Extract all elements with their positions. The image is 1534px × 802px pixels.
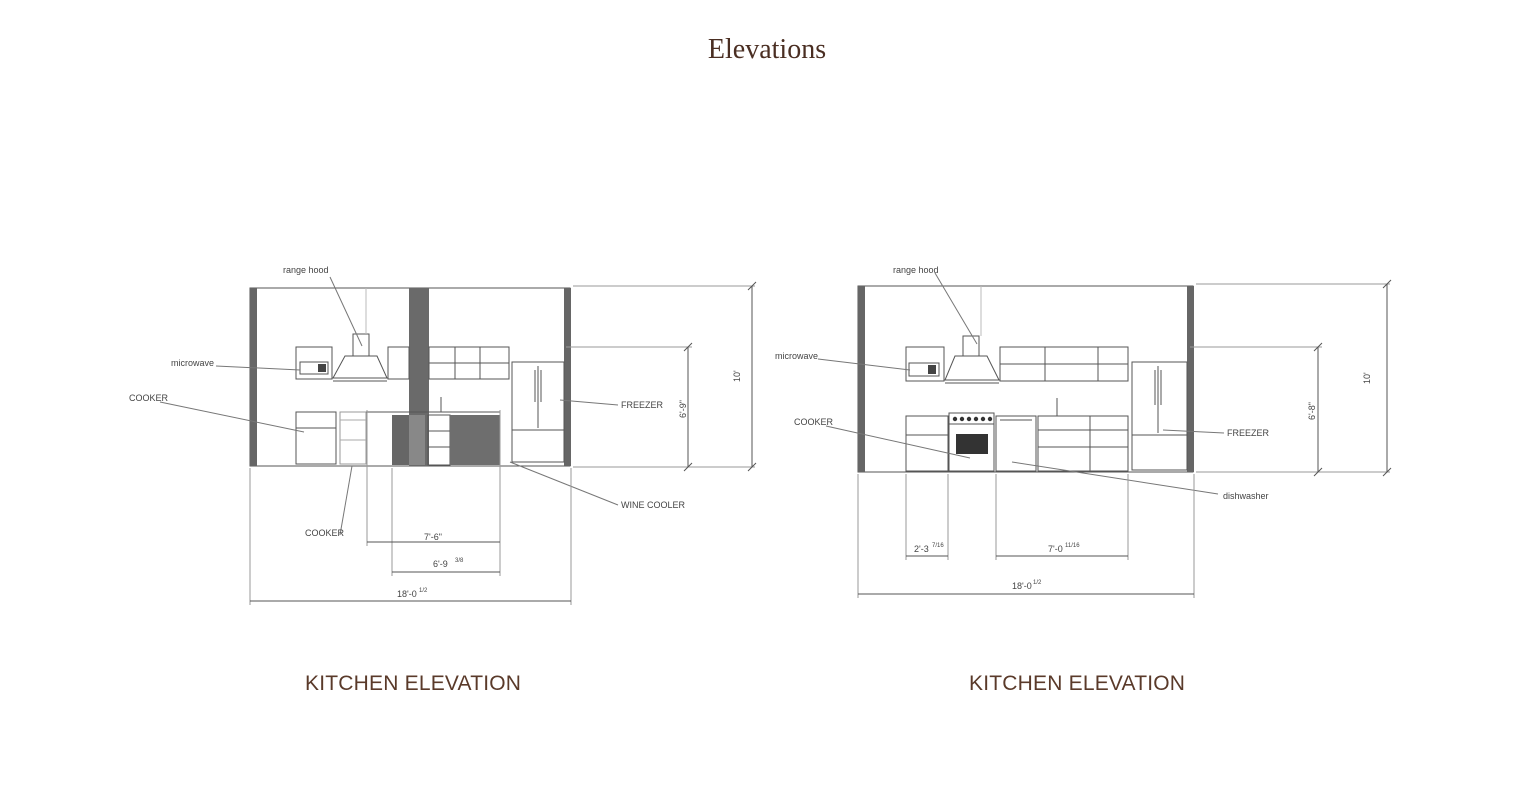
right-elevation-caption: KITCHEN ELEVATION <box>969 672 1186 695</box>
right-label-freezer: FREEZER <box>1227 428 1270 438</box>
left-microwave-cabinet <box>295 346 333 380</box>
right-wall-end-right <box>1187 286 1194 472</box>
left-island-panel-b <box>409 415 425 465</box>
left-freezer <box>511 361 565 463</box>
left-elevation <box>159 276 757 605</box>
left-island-panel-a <box>392 415 409 465</box>
left-wall-end-left <box>250 288 257 466</box>
left-wall-end-right <box>564 288 571 466</box>
left-dim-height-upper: 6'-9" <box>678 400 688 418</box>
right-label-cooker: COOKER <box>794 417 834 427</box>
left-label-freezer: FREEZER <box>621 400 664 410</box>
left-elevation-caption: KITCHEN ELEVATION <box>305 672 522 695</box>
left-label-cooker-top: COOKER <box>129 393 169 403</box>
right-dim-small-run: 2'-3 <box>914 544 929 554</box>
left-label-wine-cooler: WINE COOLER <box>621 500 686 510</box>
right-cooker <box>948 412 995 472</box>
right-dim-overall-frac: 1/2 <box>1033 580 1042 586</box>
right-label-range-hood: range hood <box>893 265 939 275</box>
right-wall-end-left <box>858 286 865 472</box>
left-label-microwave: microwave <box>171 358 214 368</box>
left-range-hood <box>332 355 388 379</box>
left-wine-cooler <box>450 415 500 465</box>
right-microwave-cabinet <box>905 346 945 382</box>
right-base-cabinet-a <box>905 415 949 472</box>
left-dim-overall: 18'-0 <box>397 589 417 599</box>
left-dim-run-a: 7'-6" <box>424 532 442 542</box>
left-island-cabinet <box>427 414 451 466</box>
right-range-hood <box>944 355 1000 381</box>
left-base-cabinet-a <box>295 411 337 465</box>
right-base-cabinets-b <box>1037 415 1129 472</box>
left-microwave <box>299 361 329 375</box>
left-label-range-hood: range hood <box>283 265 329 275</box>
right-dim-run-a: 7'-0 <box>1048 544 1063 554</box>
right-dim-height-total: 10' <box>1362 372 1372 384</box>
right-label-dishwasher: dishwasher <box>1223 491 1269 501</box>
left-dim-overall-frac: 1/2 <box>419 588 428 594</box>
left-dim-height-total: 10' <box>732 370 742 382</box>
right-dim-overall: 18'-0 <box>1012 581 1032 591</box>
right-dim-height-upper: 6'-8" <box>1307 402 1317 420</box>
right-dishwasher <box>995 415 1037 472</box>
right-dim-small-run-frac: 7/16 <box>932 543 944 549</box>
right-elevation <box>817 272 1392 598</box>
right-label-microwave: microwave <box>775 351 818 361</box>
left-label-cooker-bottom: COOKER <box>305 528 345 538</box>
left-dim-run-b-frac: 3/8 <box>455 558 464 564</box>
right-freezer <box>1131 361 1188 471</box>
left-cooker <box>339 411 367 465</box>
page-title: Elevations <box>707 34 827 65</box>
left-dim-run-b: 6'-9 <box>433 559 448 569</box>
right-range-hood-chimney <box>962 335 980 357</box>
right-dim-run-a-frac: 11/16 <box>1065 543 1080 549</box>
